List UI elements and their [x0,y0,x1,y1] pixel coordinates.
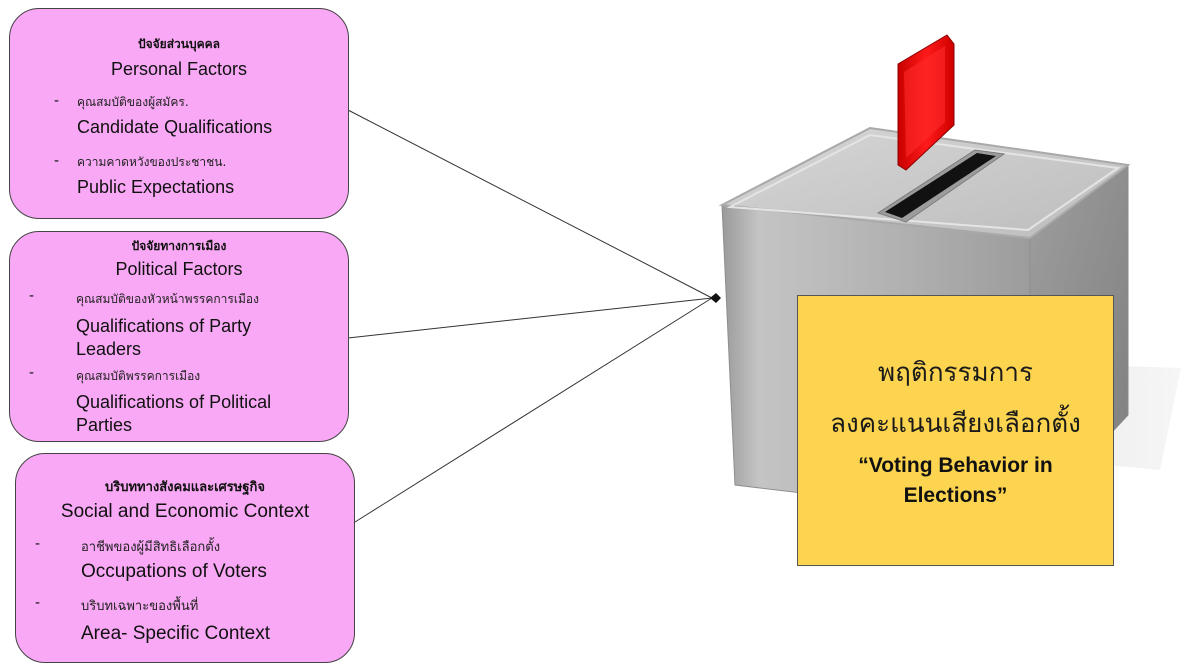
result-thai-line1: พฤติกรรมการ [878,358,1033,388]
factor-item-thai: อาชีพของผู้มีสิทธิเลือกตั้ง [81,540,221,555]
connector-political [347,297,713,339]
factor-eng-title: Social and Economic Context [60,501,310,522]
factor-eng-title: Personal Factors [110,59,248,79]
social-economic-context-box: บริบททางสังคมและเศรษฐกิจ Social and Econ… [15,453,355,663]
factor-item-eng: Occupations of Voters [81,561,267,582]
factor-item-thai: ความคาดหวังของประชาชน. [77,155,227,169]
factor-item-thai: คุณสมบัติของหัวหน้าพรรคการเมือง [76,292,259,306]
factor-eng-title: Political Factors [115,259,243,279]
voting-behavior-box: พฤติกรรมการ ลงคะแนนเสียงเลือกตั้ง “Votin… [797,295,1114,566]
bullet-dash: - [29,364,34,381]
factor-thai-title: ปัจจัยส่วนบุคคล [137,37,220,51]
connector-personal [347,109,713,299]
connector-social [354,297,713,523]
bullet-dash: - [54,92,59,109]
factor-item-eng: Qualifications of Party Leaders [76,316,252,359]
arrowhead-icon [710,293,721,303]
factor-item-eng: Area- Specific Context [81,623,271,644]
factor-thai-title: บริบททางสังคมและเศรษฐกิจ [104,480,266,495]
bullet-dash: - [35,535,40,552]
bullet-dash: - [35,594,40,611]
connector-lines [347,109,713,523]
factor-item-eng: Candidate Qualifications [77,117,273,137]
factor-item-thai: บริบทเฉพาะของพื้นที่ [81,599,199,614]
factor-item-thai: คุณสมบัติพรรคการเมือง [76,369,201,383]
factor-item-eng: Qualifications of Political Parties [76,392,272,435]
personal-factors-box: ปัจจัยส่วนบุคคล Personal Factors - คุณสม… [9,8,349,219]
factor-item-thai: คุณสมบัติของผู้สมัคร. [77,95,189,109]
bullet-dash: - [29,287,34,304]
result-thai-line2: ลงคะแนนเสียงเลือกตั้ง [830,409,1081,439]
bullet-dash: - [54,152,59,169]
political-factors-box: ปัจจัยทางการเมือง Political Factors - คุ… [9,231,349,442]
factor-item-eng: Public Expectations [77,177,235,197]
factor-thai-title: ปัจจัยทางการเมือง [131,239,227,253]
result-eng-title: “Voting Behavior in Elections” [858,454,1053,507]
